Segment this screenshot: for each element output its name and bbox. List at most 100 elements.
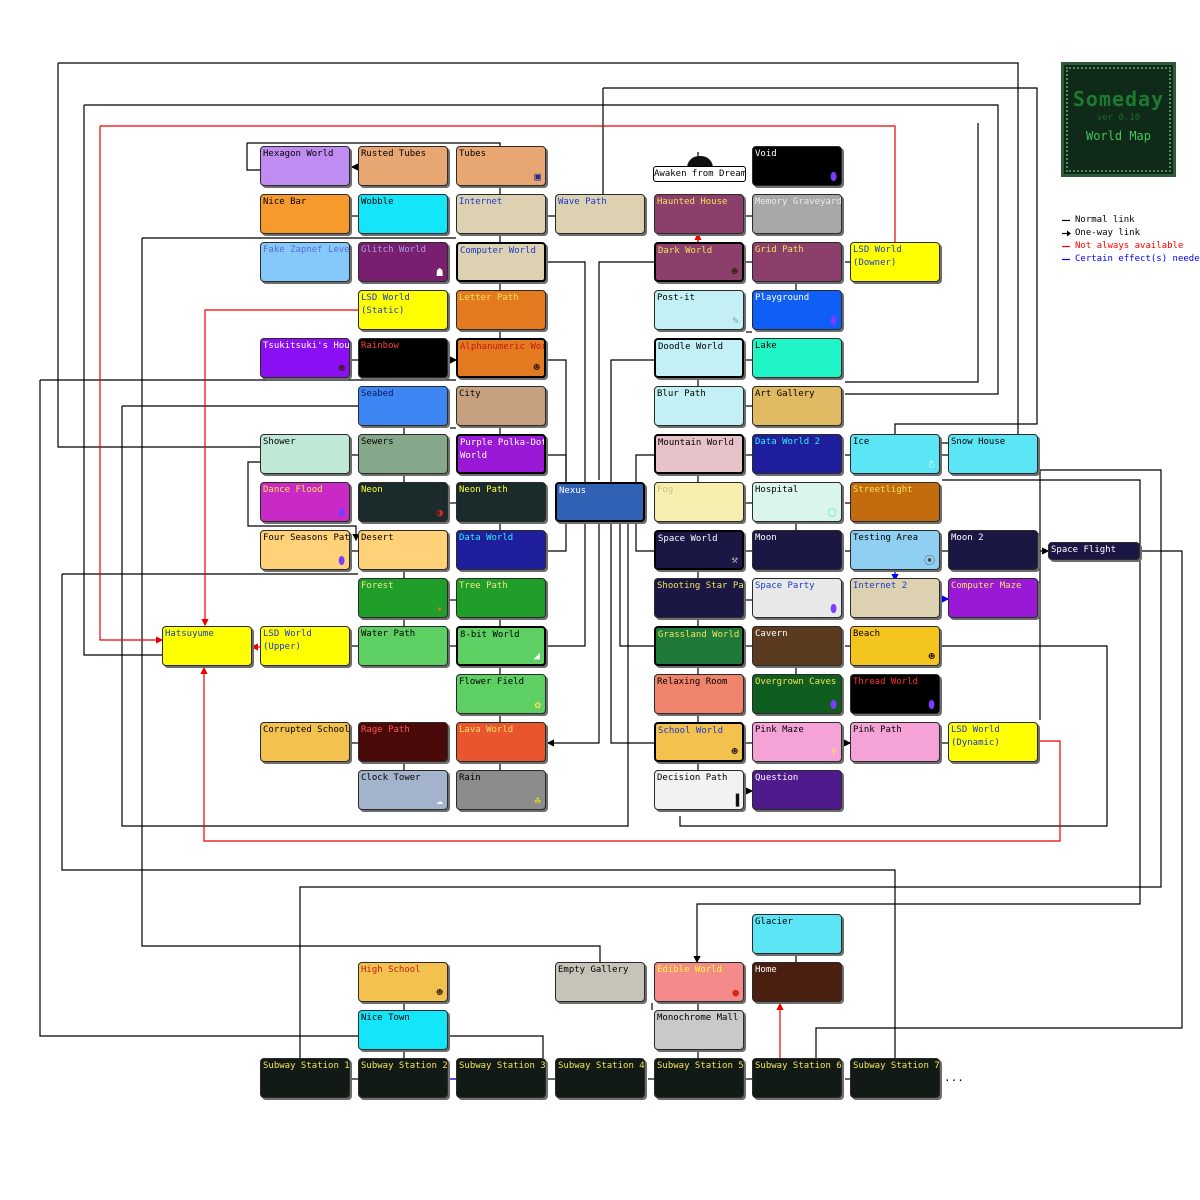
node-monomall[interactable]: Monochrome Mall xyxy=(654,1010,744,1050)
node-relaxing[interactable]: Relaxing Room xyxy=(654,674,744,714)
node-threadworld[interactable]: Thread World⬮ xyxy=(850,674,940,714)
node-snowhouse[interactable]: Snow House xyxy=(948,434,1038,474)
awaken-from-dream-box[interactable]: Awaken from Dream xyxy=(653,166,746,182)
node-dataworld2[interactable]: Data World 2 xyxy=(752,434,842,474)
node-subway6[interactable]: Subway Station 6 xyxy=(752,1058,842,1098)
node-highschool[interactable]: High School☻ xyxy=(358,962,448,1002)
node-lsddowner[interactable]: LSD World (Downer) xyxy=(850,242,940,282)
node-rainbow[interactable]: Rainbow xyxy=(358,338,448,378)
node-rusted[interactable]: Rusted Tubes xyxy=(358,146,448,186)
node-darkworld[interactable]: Dark World☻ xyxy=(654,242,744,282)
node-label: Moon 2 xyxy=(951,533,984,543)
node-city[interactable]: City xyxy=(456,386,546,426)
node-rain[interactable]: Rain☘ xyxy=(456,770,546,810)
node-gridpath[interactable]: Grid Path xyxy=(752,242,842,282)
node-question[interactable]: Question xyxy=(752,770,842,810)
node-haunted[interactable]: Haunted House xyxy=(654,194,744,234)
node-hospital[interactable]: Hospital⬡ xyxy=(752,482,842,522)
node-testing[interactable]: Testing Area⦿ xyxy=(850,530,940,570)
node-edible[interactable]: Edible World● xyxy=(654,962,744,1002)
node-glitch[interactable]: Glitch World☗ xyxy=(358,242,448,282)
cloud-icon: ☁ xyxy=(436,794,443,807)
node-playground[interactable]: Playground⬮ xyxy=(752,290,842,330)
node-mountain[interactable]: Mountain World xyxy=(654,434,744,474)
node-lsddynamic[interactable]: LSD World (Dynamic) xyxy=(948,722,1038,762)
node-glacier[interactable]: Glacier xyxy=(752,914,842,954)
node-ragepath[interactable]: Rage Path xyxy=(358,722,448,762)
node-hexagon[interactable]: Hexagon World xyxy=(260,146,350,186)
robot-icon: ☗ xyxy=(436,266,443,279)
node-sewers[interactable]: Sewers xyxy=(358,434,448,474)
node-emptygallery[interactable]: Empty Gallery xyxy=(555,962,645,1002)
node-subway3[interactable]: Subway Station 3 xyxy=(456,1058,546,1098)
node-polkadot[interactable]: Purple Polka-Dot World xyxy=(456,434,546,474)
node-internet[interactable]: Internet xyxy=(456,194,546,234)
node-lavaworld[interactable]: Lava World xyxy=(456,722,546,762)
node-postit[interactable]: Post-it✎ xyxy=(654,290,744,330)
node-moon[interactable]: Moon xyxy=(752,530,842,570)
node-lsdstatic[interactable]: LSD World (Static) xyxy=(358,290,448,330)
node-spaceworld[interactable]: Space World⚒ xyxy=(654,530,744,570)
node-desert[interactable]: Desert xyxy=(358,530,448,570)
node-beach[interactable]: Beach☻ xyxy=(850,626,940,666)
node-doodle[interactable]: Doodle World xyxy=(654,338,744,378)
node-subway4[interactable]: Subway Station 4 xyxy=(555,1058,645,1098)
node-flowerfield[interactable]: Flower Field✿ xyxy=(456,674,546,714)
node-moon2[interactable]: Moon 2 xyxy=(948,530,1038,570)
node-shower[interactable]: Shower xyxy=(260,434,350,474)
node-tubes[interactable]: Tubes▣ xyxy=(456,146,546,186)
node-subway1[interactable]: Subway Station 1 xyxy=(260,1058,350,1098)
node-neon[interactable]: Neon◑ xyxy=(358,482,448,522)
node-hatsuyume[interactable]: Hatsuyume xyxy=(162,626,252,666)
node-wobble[interactable]: Wobble xyxy=(358,194,448,234)
node-fakezapnef[interactable]: Fake Zapnef Level xyxy=(260,242,350,282)
node-computermaze[interactable]: Computer Maze xyxy=(948,578,1038,618)
node-nexus[interactable]: Nexus xyxy=(555,482,645,522)
node-fog[interactable]: Fog xyxy=(654,482,744,522)
node-seabed[interactable]: Seabed xyxy=(358,386,448,426)
node-home[interactable]: Home xyxy=(752,962,842,1002)
node-grassland[interactable]: Grassland World xyxy=(654,626,744,666)
node-wavepath[interactable]: Wave Path xyxy=(555,194,645,234)
node-graveyard[interactable]: Memory Graveyard xyxy=(752,194,842,234)
node-forest[interactable]: Forest✦ xyxy=(358,578,448,618)
node-waterpath[interactable]: Water Path xyxy=(358,626,448,666)
node-computer[interactable]: Computer World xyxy=(456,242,546,282)
node-nicetown[interactable]: Nice Town xyxy=(358,1010,448,1050)
node-subway5[interactable]: Subway Station 5 xyxy=(654,1058,744,1098)
node-dataworld[interactable]: Data World xyxy=(456,530,546,570)
node-shootingstar[interactable]: Shooting Star Path xyxy=(654,578,744,618)
node-cavern[interactable]: Cavern xyxy=(752,626,842,666)
node-8bit[interactable]: 8-bit World◢ xyxy=(456,626,546,666)
node-blurpath[interactable]: Blur Path xyxy=(654,386,744,426)
node-treepath[interactable]: Tree Path xyxy=(456,578,546,618)
node-ice[interactable]: Ice☃ xyxy=(850,434,940,474)
node-artgallery[interactable]: Art Gallery xyxy=(752,386,842,426)
node-tsukitsuki[interactable]: Tsukitsuki's House☻ xyxy=(260,338,350,378)
node-pinkmaze[interactable]: Pink Maze† xyxy=(752,722,842,762)
node-subway2[interactable]: Subway Station 2 xyxy=(358,1058,448,1098)
node-school[interactable]: School World☻ xyxy=(654,722,744,762)
node-decision[interactable]: Decision Path▐ xyxy=(654,770,744,810)
node-void[interactable]: Void⬮ xyxy=(752,146,842,186)
node-pinkpath[interactable]: Pink Path xyxy=(850,722,940,762)
node-alphanumeric[interactable]: Alphanumeric World☻ xyxy=(456,338,546,378)
node-lake[interactable]: Lake xyxy=(752,338,842,378)
logo-subtitle: World Map xyxy=(1085,129,1152,143)
node-letterpath[interactable]: Letter Path xyxy=(456,290,546,330)
node-internet2[interactable]: Internet 2 xyxy=(850,578,940,618)
node-fourseasons[interactable]: Four Seasons Path⬮ xyxy=(260,530,350,570)
node-label: Grid Path xyxy=(755,245,804,255)
node-lsdupper[interactable]: LSD World (Upper) xyxy=(260,626,350,666)
node-nicebar[interactable]: Nice Bar xyxy=(260,194,350,234)
node-label: Hospital xyxy=(755,485,799,495)
node-subway7[interactable]: Subway Station 7 xyxy=(850,1058,940,1098)
node-overgrown[interactable]: Overgrown Caves⬮ xyxy=(752,674,842,714)
node-spaceparty[interactable]: Space Party⬮ xyxy=(752,578,842,618)
node-corrupted[interactable]: Corrupted School xyxy=(260,722,350,762)
node-neonpath[interactable]: Neon Path xyxy=(456,482,546,522)
node-spaceflight[interactable]: Space Flight xyxy=(1048,542,1140,560)
node-streetlight[interactable]: Streetlight xyxy=(850,482,940,522)
node-clocktower[interactable]: Clock Tower☁ xyxy=(358,770,448,810)
node-dancefloor[interactable]: Dance Flood⬮ xyxy=(260,482,350,522)
